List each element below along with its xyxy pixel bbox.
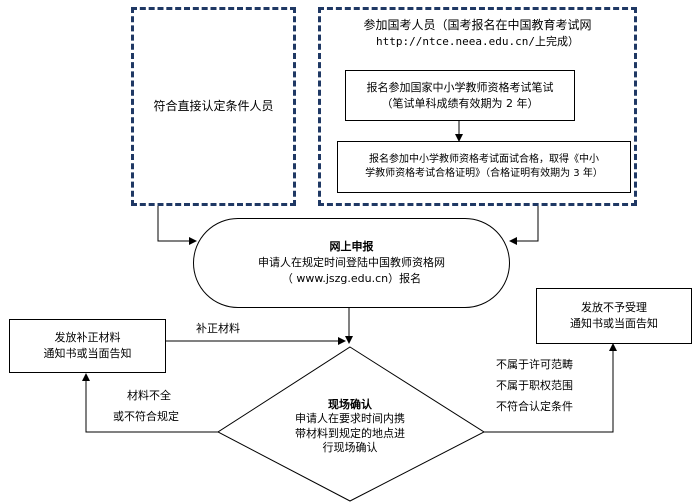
reject-notice-box: 发放不予受理 通知书或当面告知 xyxy=(536,288,692,344)
online-application-title: 网上申报 xyxy=(329,240,374,254)
written-exam-box: 报名参加国家中小学教师资格考试笔试 （笔试单科成绩有效期为 2 年） xyxy=(345,70,575,121)
confirm-text: 现场确认 申请人在要求时间内携 带材料到规定的地点进 行现场确认 xyxy=(270,398,430,455)
confirm-line2: 带材料到规定的地点进 xyxy=(295,426,405,440)
supplement-notice-box: 发放补正材料 通知书或当面告知 xyxy=(9,319,166,373)
reject-notice-line1: 发放不予受理 xyxy=(581,301,647,315)
arrow-confirm-to-reject xyxy=(484,343,617,433)
confirm-diamond xyxy=(217,346,486,502)
supplement-label: 补正材料 xyxy=(196,322,240,335)
reject-notice-line2: 通知书或当面告知 xyxy=(570,317,658,330)
direct-qualification-label: 符合直接认定条件人员 xyxy=(153,98,274,113)
confirm-line3: 行现场确认 xyxy=(322,440,378,454)
incomplete-label-1: 材料不全 xyxy=(127,389,171,402)
reject-reason-2: 不属于职权范围 xyxy=(496,379,573,392)
online-application-line2: （ www.jszg.edu.cn）报名 xyxy=(281,271,422,285)
national-exam-title-line2: http://ntce.neea.edu.cn/上完成） xyxy=(376,35,579,48)
online-application-line1: 申请人在规定时间登陆中国教师资格网 xyxy=(258,256,445,270)
online-application-box: 网上申报 申请人在规定时间登陆中国教师资格网 （ www.jszg.edu.cn… xyxy=(193,218,510,308)
written-exam-line2: （笔试单科成绩有效期为 2 年） xyxy=(381,96,539,110)
interview-exam-line1: 报名参加中小学教师资格考试面试合格，取得《中小 xyxy=(369,153,599,165)
interview-exam-box: 报名参加中小学教师资格考试面试合格，取得《中小 学教师资格考试合格证明》（合格证… xyxy=(337,141,631,193)
reject-reason-3: 不符合认定条件 xyxy=(496,400,573,413)
confirm-line1: 申请人在要求时间内携 xyxy=(295,412,405,426)
arrow-exam-to-online xyxy=(509,206,539,245)
national-exam-group: 参加国考人员（国考报名在中国教育考试网 http://ntce.neea.edu… xyxy=(318,7,637,206)
supplement-notice-line2: 通知书或当面告知 xyxy=(43,347,132,360)
confirm-title: 现场确认 xyxy=(328,398,372,411)
written-exam-line1: 报名参加国家中小学教师资格考试笔试 xyxy=(366,80,554,94)
national-exam-title: 参加国考人员（国考报名在中国教育考试网 http://ntce.neea.edu… xyxy=(363,16,591,51)
incomplete-label-2: 或不符合规定 xyxy=(113,410,179,423)
supplement-notice-line1: 发放补正材料 xyxy=(54,331,121,345)
direct-qualification-group: 符合直接认定条件人员 xyxy=(131,7,296,206)
interview-exam-line2: 学教师资格考试合格证明》（合格证明有效期为 3 年） xyxy=(365,168,603,179)
national-exam-title-line1: 参加国考人员（国考报名在中国教育考试网 xyxy=(363,18,592,32)
arrow-confirm-to-supplement xyxy=(82,373,218,433)
arrow-direct-to-online xyxy=(157,206,197,245)
reject-reason-1: 不属于许可范畴 xyxy=(496,358,573,371)
